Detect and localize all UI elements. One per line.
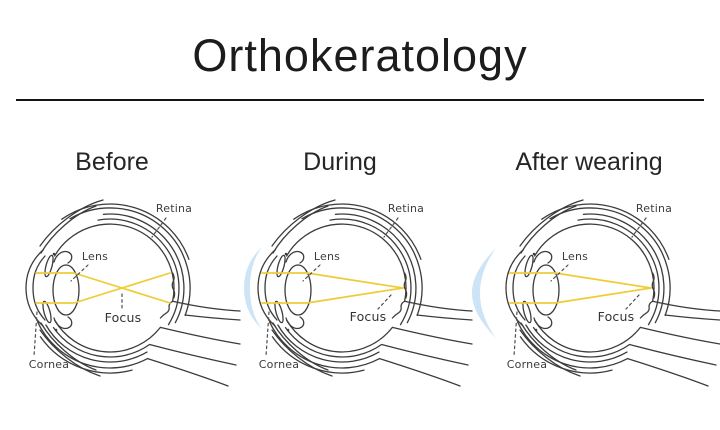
panel-heading-after: After wearing	[515, 148, 663, 176]
lens-leader-line	[302, 264, 321, 282]
light-rays-before	[35, 272, 171, 304]
light-rays-after	[509, 272, 652, 304]
retina-label: Retina	[636, 202, 672, 215]
light-rays-during	[261, 272, 404, 304]
focus-label: Focus	[350, 309, 387, 324]
cornea-label: Cornea	[259, 358, 299, 371]
cornea-leader-line	[33, 311, 38, 357]
focus-label: Focus	[105, 310, 142, 325]
retina-leader-line	[383, 217, 399, 238]
retina-label: Retina	[156, 202, 192, 215]
cornea-leader-line	[513, 311, 518, 357]
lens-leader-line	[550, 264, 569, 282]
eye-diagram-before: Retina Lens Focus Cornea	[25, 199, 241, 387]
panel-heading-before: Before	[75, 148, 149, 176]
lens-label: Lens	[82, 250, 108, 263]
focus-leader-line	[625, 294, 640, 310]
title-divider	[16, 99, 704, 101]
retina-leader-line	[151, 217, 167, 238]
cornea-leader-line	[265, 311, 270, 357]
eye-diagram-during: Retina Lens Focus Cornea	[244, 199, 473, 387]
cornea-label: Cornea	[507, 358, 547, 371]
lens-label: Lens	[314, 250, 340, 263]
eye-diagram-after: Retina Lens Focus Cornea	[472, 199, 720, 387]
contact-lens-removed	[472, 248, 496, 338]
cornea-label: Cornea	[29, 358, 69, 371]
eye-diagrams: Retina Lens Focus Cornea Retina Lens Foc…	[25, 199, 720, 387]
panel-heading-during: During	[303, 148, 377, 176]
retina-label: Retina	[388, 202, 424, 215]
focus-label: Focus	[598, 309, 635, 324]
page-title: Orthokeratology	[192, 30, 528, 81]
contact-lens-on-cornea	[244, 247, 262, 329]
focus-leader-line	[377, 294, 392, 310]
lens-leader-line	[70, 264, 89, 282]
lens-label: Lens	[562, 250, 588, 263]
retina-leader-line	[631, 217, 647, 238]
